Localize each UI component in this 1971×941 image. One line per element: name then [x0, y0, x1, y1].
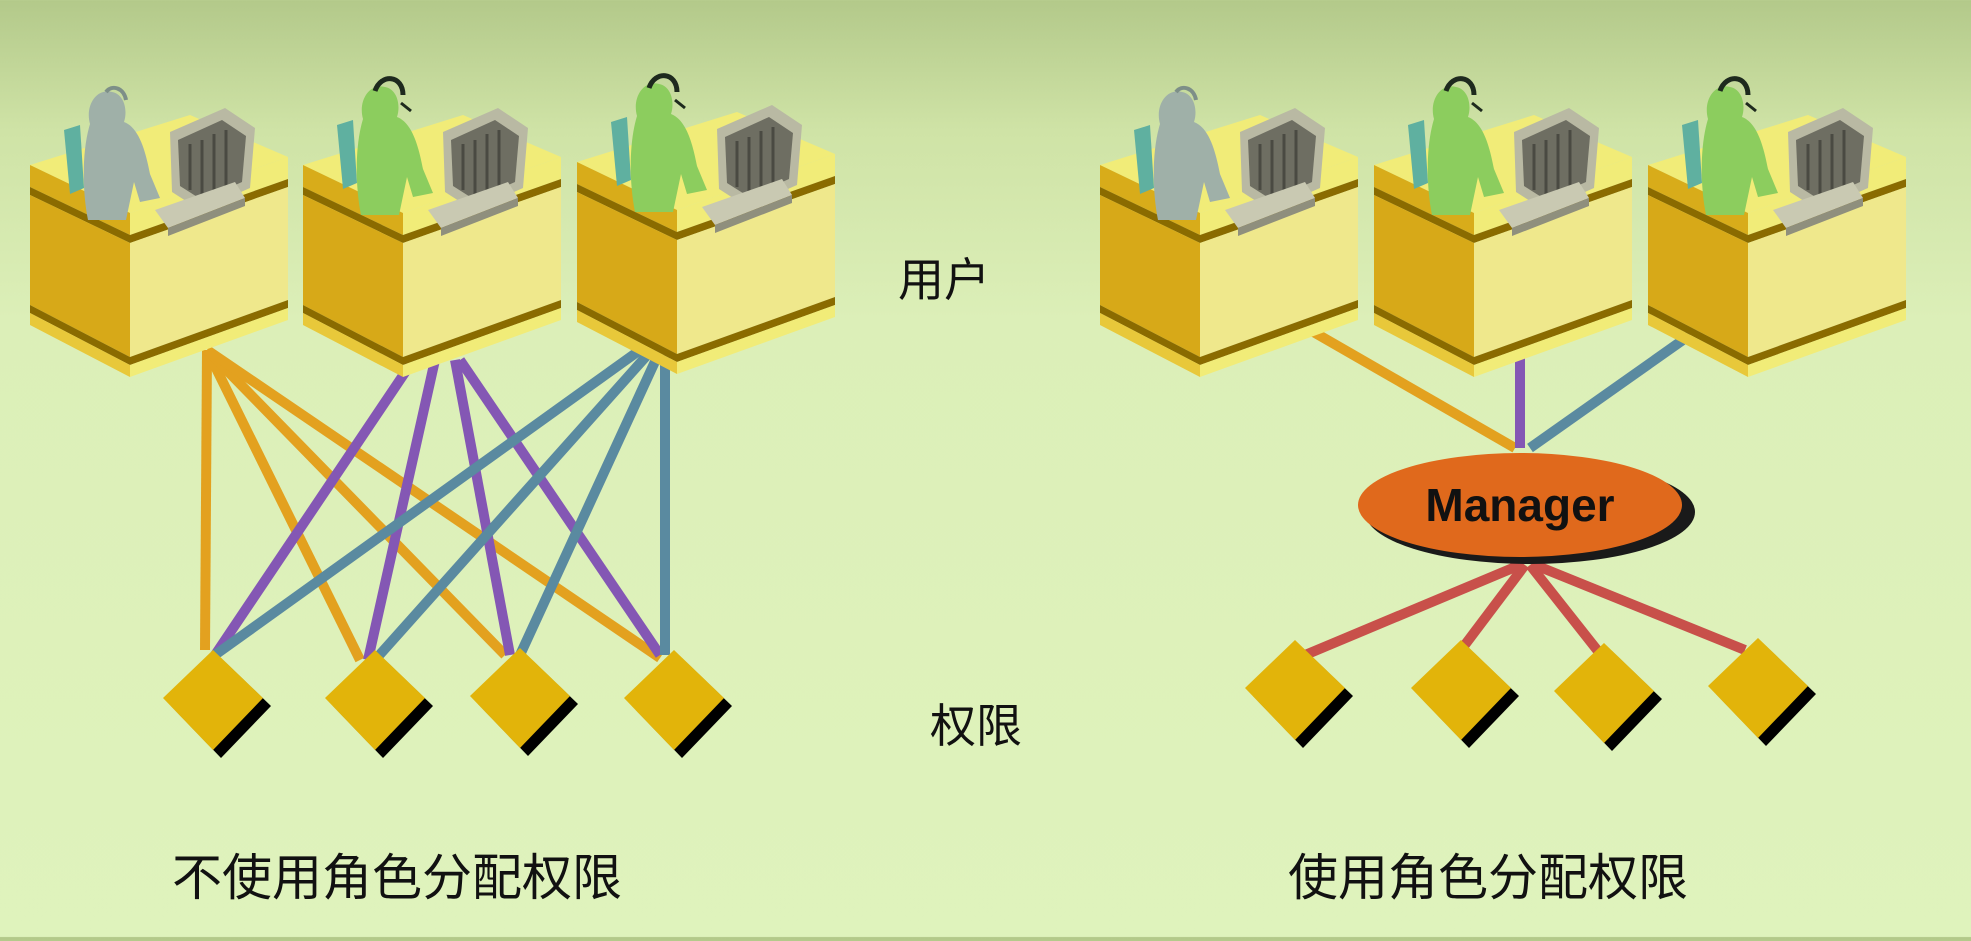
line-u2-p1 [210, 362, 415, 658]
line-u1-p2 [202, 347, 365, 663]
manager-label: Manager [1425, 479, 1614, 531]
users-label: 用户 [898, 253, 990, 307]
user-workstation-icon [1100, 85, 1358, 377]
line-user3-manager [1527, 330, 1693, 453]
line-manager-p4 [1533, 560, 1747, 655]
right-connection-lines [1296, 325, 1747, 664]
line-manager-p2 [1451, 561, 1529, 662]
caption-with-roles: 使用角色分配权限 [1288, 849, 1688, 907]
line-u3-p3 [515, 352, 663, 658]
user-workstation-icon [30, 85, 288, 377]
line-user1-manager [1307, 325, 1518, 453]
permission-diamond-icon [1411, 640, 1519, 748]
line-u2-p4 [455, 357, 665, 658]
line-manager-p1 [1296, 560, 1522, 663]
permission-diamond-icon [1708, 638, 1816, 746]
line-u2-p3 [450, 359, 515, 656]
line-manager-p3 [1526, 561, 1609, 664]
user-workstation-icon [1374, 79, 1632, 377]
left-connection-lines [200, 345, 670, 664]
line-u3-p1 [212, 345, 643, 660]
permission-diamond-icon [470, 648, 578, 756]
line-u2-p2 [363, 358, 440, 662]
line-u1-p3 [203, 346, 509, 659]
permission-diamond-icon [325, 650, 433, 758]
permission-diamond-icon [1245, 640, 1353, 748]
permissions-label: 权限 [930, 699, 1022, 753]
permission-diamond-icon [163, 650, 271, 758]
line-u3-p2 [371, 348, 654, 664]
line-u1-p1 [200, 349, 212, 651]
manager-role-ellipse: Manager [1358, 453, 1695, 564]
user-workstation-icon [1648, 79, 1906, 377]
caption-without-roles: 不使用角色分配权限 [172, 849, 622, 907]
permission-diamond-icon [624, 650, 732, 758]
permission-diamond-icon [1554, 643, 1662, 751]
user-workstation-icon [303, 79, 561, 377]
user-workstation-icon [577, 76, 835, 374]
